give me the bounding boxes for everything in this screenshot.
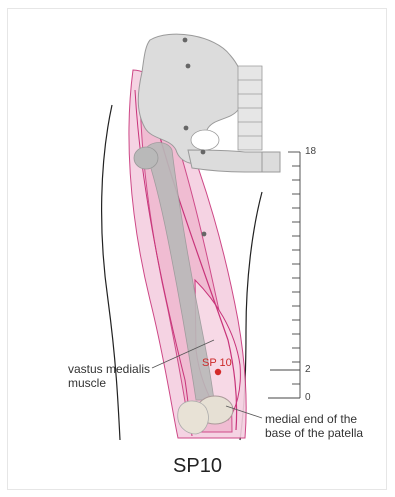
patella-label-line1: medial end of the: [265, 412, 357, 426]
measurement-scale: [268, 152, 300, 398]
sp10-point-label: SP 10: [202, 356, 232, 370]
scale-label-mid: 2: [305, 364, 311, 375]
patella-label-line2: base of the patella: [265, 426, 363, 440]
obturator-foramen: [191, 130, 219, 150]
muscle-label-line1: vastus medialis: [68, 362, 150, 376]
scale-label-top: 18: [305, 146, 316, 157]
femoral-head: [134, 147, 158, 169]
muscle-label-line2: muscle: [68, 376, 106, 390]
scale-label-bottom: 0: [305, 392, 311, 403]
figure-title: SP10: [0, 455, 395, 478]
